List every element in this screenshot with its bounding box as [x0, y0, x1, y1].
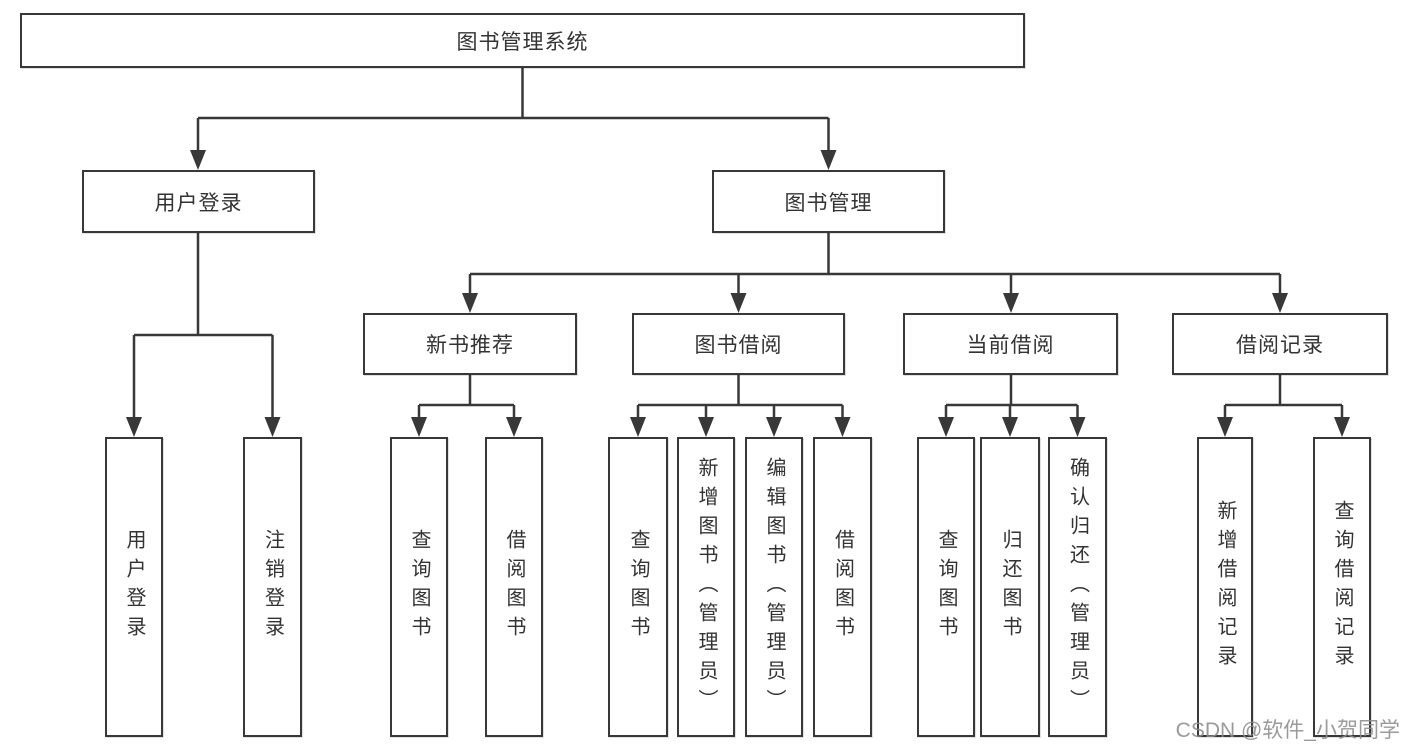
leaf-query-books-recommend-label: 查询图书	[408, 529, 430, 645]
leaf-user-login-label: 用户登录	[123, 529, 145, 645]
leaf-query-books-current: 查询图书	[917, 437, 975, 737]
node-current-borrowing: 当前借阅	[903, 313, 1118, 375]
leaf-borrow-books-recommend: 借阅图书	[485, 437, 543, 737]
leaf-query-books-borrowing-label: 查询图书	[627, 529, 649, 645]
leaf-query-borrow-record: 查询借阅记录	[1313, 437, 1371, 737]
leaf-logout-label: 注销登录	[261, 529, 284, 645]
leaf-borrow-books-recommend-label: 借阅图书	[503, 529, 525, 645]
node-borrowing-records: 借阅记录	[1172, 313, 1388, 375]
watermark: CSDN @软件_小贺同学	[1175, 719, 1400, 742]
leaf-edit-book-admin: 编辑图书（管理员）	[745, 437, 803, 737]
leaf-add-book-admin-label: 新增图书（管理员）	[695, 456, 717, 718]
node-root: 图书管理系统	[20, 13, 1025, 68]
node-book-borrowing: 图书借阅	[632, 313, 845, 375]
leaf-borrow-books-label: 借阅图书	[831, 529, 854, 645]
leaf-confirm-return-admin: 确认归还（管理员）	[1048, 437, 1107, 737]
node-current-borrowing-label: 当前借阅	[966, 334, 1055, 357]
node-user-login: 用户登录	[82, 170, 315, 233]
leaf-return-books: 归还图书	[980, 437, 1040, 737]
node-new-book-recommend: 新书推荐	[363, 313, 577, 375]
leaf-user-login: 用户登录	[105, 437, 163, 737]
leaf-add-borrow-record: 新增借阅记录	[1197, 437, 1253, 737]
leaf-return-books-label: 归还图书	[999, 529, 1021, 645]
leaf-logout: 注销登录	[243, 437, 302, 737]
leaf-query-borrow-record-label: 查询借阅记录	[1331, 500, 1353, 674]
leaf-query-books-borrowing: 查询图书	[608, 437, 668, 737]
node-user-login-label: 用户登录	[154, 191, 243, 215]
leaf-query-books-current-label: 查询图书	[935, 529, 957, 645]
node-borrowing-records-label: 借阅记录	[1236, 334, 1324, 357]
leaf-add-borrow-record-label: 新增借阅记录	[1214, 500, 1236, 674]
leaf-query-books-recommend: 查询图书	[390, 437, 448, 737]
leaf-confirm-return-admin-label: 确认归还（管理员）	[1066, 456, 1089, 718]
node-book-management-label: 图书管理	[784, 191, 873, 215]
leaf-edit-book-admin-label: 编辑图书（管理员）	[763, 456, 785, 718]
leaf-add-book-admin: 新增图书（管理员）	[677, 437, 735, 737]
node-new-book-recommend-label: 新书推荐	[426, 334, 514, 357]
node-book-borrowing-label: 图书借阅	[694, 334, 783, 357]
node-root-label: 图书管理系统	[456, 30, 589, 54]
leaf-borrow-books: 借阅图书	[813, 437, 872, 737]
node-book-management: 图书管理	[712, 170, 945, 233]
